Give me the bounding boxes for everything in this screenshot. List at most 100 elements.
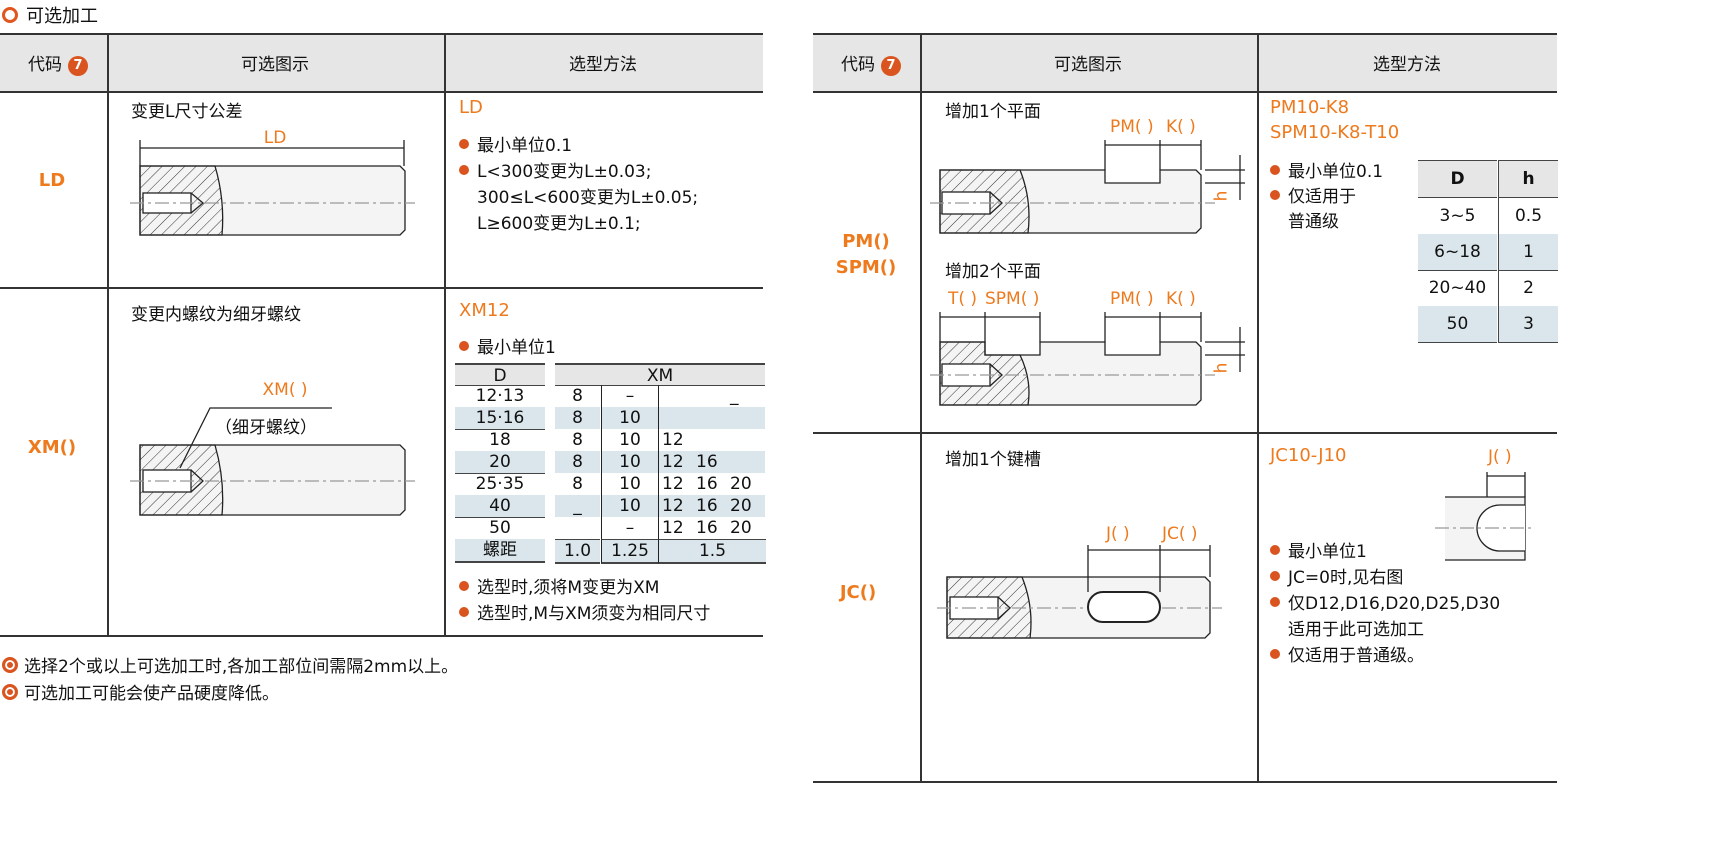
header-method-right: 选型方法 <box>1373 55 1441 75</box>
footnote-2: 可选加工可能会使产品硬度降低。 <box>2 679 279 704</box>
xm-pitch-value: 1.5 <box>658 539 766 564</box>
dim-label-ld: LD <box>263 128 287 148</box>
code-ld: LD <box>38 170 66 191</box>
xm-table-d-cell: 12·13 <box>455 385 545 408</box>
j-label: J( ) <box>1106 524 1130 544</box>
jc-label: JC( ) <box>1162 524 1198 544</box>
bullet-icon <box>2 657 18 673</box>
method-title-xm: XM12 <box>459 300 510 321</box>
header-diagram-right: 可选图示 <box>1054 55 1122 75</box>
pm-bullet-1: 最小单位0.1 <box>1270 157 1383 182</box>
xm-table-d-cell: 40 <box>455 495 545 518</box>
xm-table-cell: 8 <box>555 451 600 473</box>
xm-table-cell: 8 <box>572 430 583 450</box>
xm-table-cell: 8 <box>572 474 583 494</box>
pm-bullet-2: 仅适用于 <box>1270 182 1356 207</box>
xm-table-cell: 8 <box>555 407 600 429</box>
xm-table-cell: 10 <box>601 495 658 517</box>
pin-drawing-ld <box>130 140 415 236</box>
spm-label: SPM( ) <box>985 289 1040 309</box>
h-label-1: h <box>1211 190 1232 202</box>
header-method: 选型方法 <box>569 55 637 75</box>
code-xm: XM() <box>27 437 77 458</box>
xm-table-value: 12 <box>662 452 684 472</box>
right-table-header <box>813 33 1557 93</box>
method-spm: SPM10-K8-T10 <box>1270 122 1400 143</box>
xm-table-value: _ <box>730 386 739 406</box>
title-two-flats: 增加2个平面 <box>945 262 1041 282</box>
pin-drawing-keyway <box>937 545 1222 639</box>
xm-table-cell: _ <box>555 495 600 517</box>
xm-table-cell <box>555 517 600 539</box>
j-label-small: J( ) <box>1488 447 1512 467</box>
dh-cell-d: 3~5 <box>1418 198 1497 235</box>
xm-table-cell: 10 <box>601 473 658 495</box>
code-jc: JC() <box>839 582 877 603</box>
method-jc: JC10-J10 <box>1270 445 1347 466</box>
h-label-2: h <box>1211 362 1232 374</box>
badge-7: 7 <box>881 56 901 76</box>
xm-table-cell-group: 12 16 20 <box>658 517 765 539</box>
dh-cell-d: 50 <box>1418 306 1497 343</box>
bullet-icon <box>2 684 18 700</box>
header-diagram: 可选图示 <box>241 55 309 75</box>
xm-table-d-cell: 15·16 <box>455 407 545 430</box>
xm-table-cell: 10 <box>601 407 658 429</box>
jc-bullet-3b: 适用于此可选加工 <box>1288 620 1424 640</box>
ld-bullet-2b: 300≤L<600变更为L±0.05; <box>477 188 699 208</box>
jc-bullet-4: 仅适用于普通级。 <box>1270 641 1424 666</box>
ld-bullet-2: L<300变更为L±0.03; <box>459 157 651 182</box>
xm-table-cell-group: 12 <box>658 429 765 451</box>
xm-table-cell-group <box>658 407 765 429</box>
xm-table-value: 20 <box>730 518 752 538</box>
xm-note-2: 选型时,M与XM须变为相同尺寸 <box>459 599 710 624</box>
xm-table-value: 16 <box>696 518 718 538</box>
code-spm: SPM() <box>835 257 897 278</box>
xm-table-d-cell: 50 <box>455 517 545 540</box>
jc-bullet-3: 仅D12,D16,D20,D25,D30 <box>1270 589 1500 614</box>
title-one-flat: 增加1个平面 <box>945 102 1041 122</box>
xm-pitch-value: 1.25 <box>601 539 658 564</box>
dh-cell-d: 6~18 <box>1418 234 1497 271</box>
pin-drawing-two-flats <box>930 312 1245 406</box>
pin-drawing-one-flat <box>930 140 1245 234</box>
badge-7: 7 <box>68 56 88 76</box>
pm-label-1: PM( ) <box>1110 117 1154 137</box>
xm-table-cell: 10 <box>601 451 658 473</box>
ld-bullet-1: 最小单位0.1 <box>459 131 572 156</box>
xm-table-value: 12 <box>662 518 684 538</box>
xm-table-d-cell: 18 <box>455 429 545 452</box>
pm-bullet-2b: 普通级 <box>1288 212 1339 232</box>
section-title-text: 可选加工 <box>26 6 98 27</box>
section-title: 可选加工 <box>2 2 98 28</box>
fine-thread-note: （细牙螺纹） <box>215 418 317 438</box>
dh-cell-d: 20~40 <box>1418 270 1497 307</box>
jc-bullet-1: 最小单位1 <box>1270 537 1367 562</box>
xm-table-header-xm: XM <box>555 363 765 386</box>
xm-table-d-cell: 20 <box>455 451 545 474</box>
xm-table-cell: 10 <box>601 429 658 451</box>
xm-table-value: 20 <box>730 496 752 516</box>
ld-bullet-2c: L≥600变更为L±0.1; <box>477 214 641 234</box>
xm-table-cell: – <box>601 385 658 407</box>
xm-table-value: 12 <box>662 496 684 516</box>
k-label-2: K( ) <box>1166 289 1196 309</box>
dim-label-xm: XM( ) <box>262 380 308 400</box>
xm-table-cell-group: _ <box>658 385 765 407</box>
xm-table-cell: 8 <box>572 386 583 406</box>
pm-label-2: PM( ) <box>1110 289 1154 309</box>
method-pm: PM10-K8 <box>1270 97 1350 118</box>
dh-header-d: D <box>1418 160 1497 198</box>
title-keyway: 增加1个键槽 <box>945 450 1041 470</box>
dh-cell-h: 2 <box>1498 270 1558 307</box>
keyway-end-detail <box>1435 472 1535 561</box>
code-pm: PM() <box>842 231 890 252</box>
xm-table-header-d: D <box>455 363 545 386</box>
k-label-1: K( ) <box>1166 117 1196 137</box>
